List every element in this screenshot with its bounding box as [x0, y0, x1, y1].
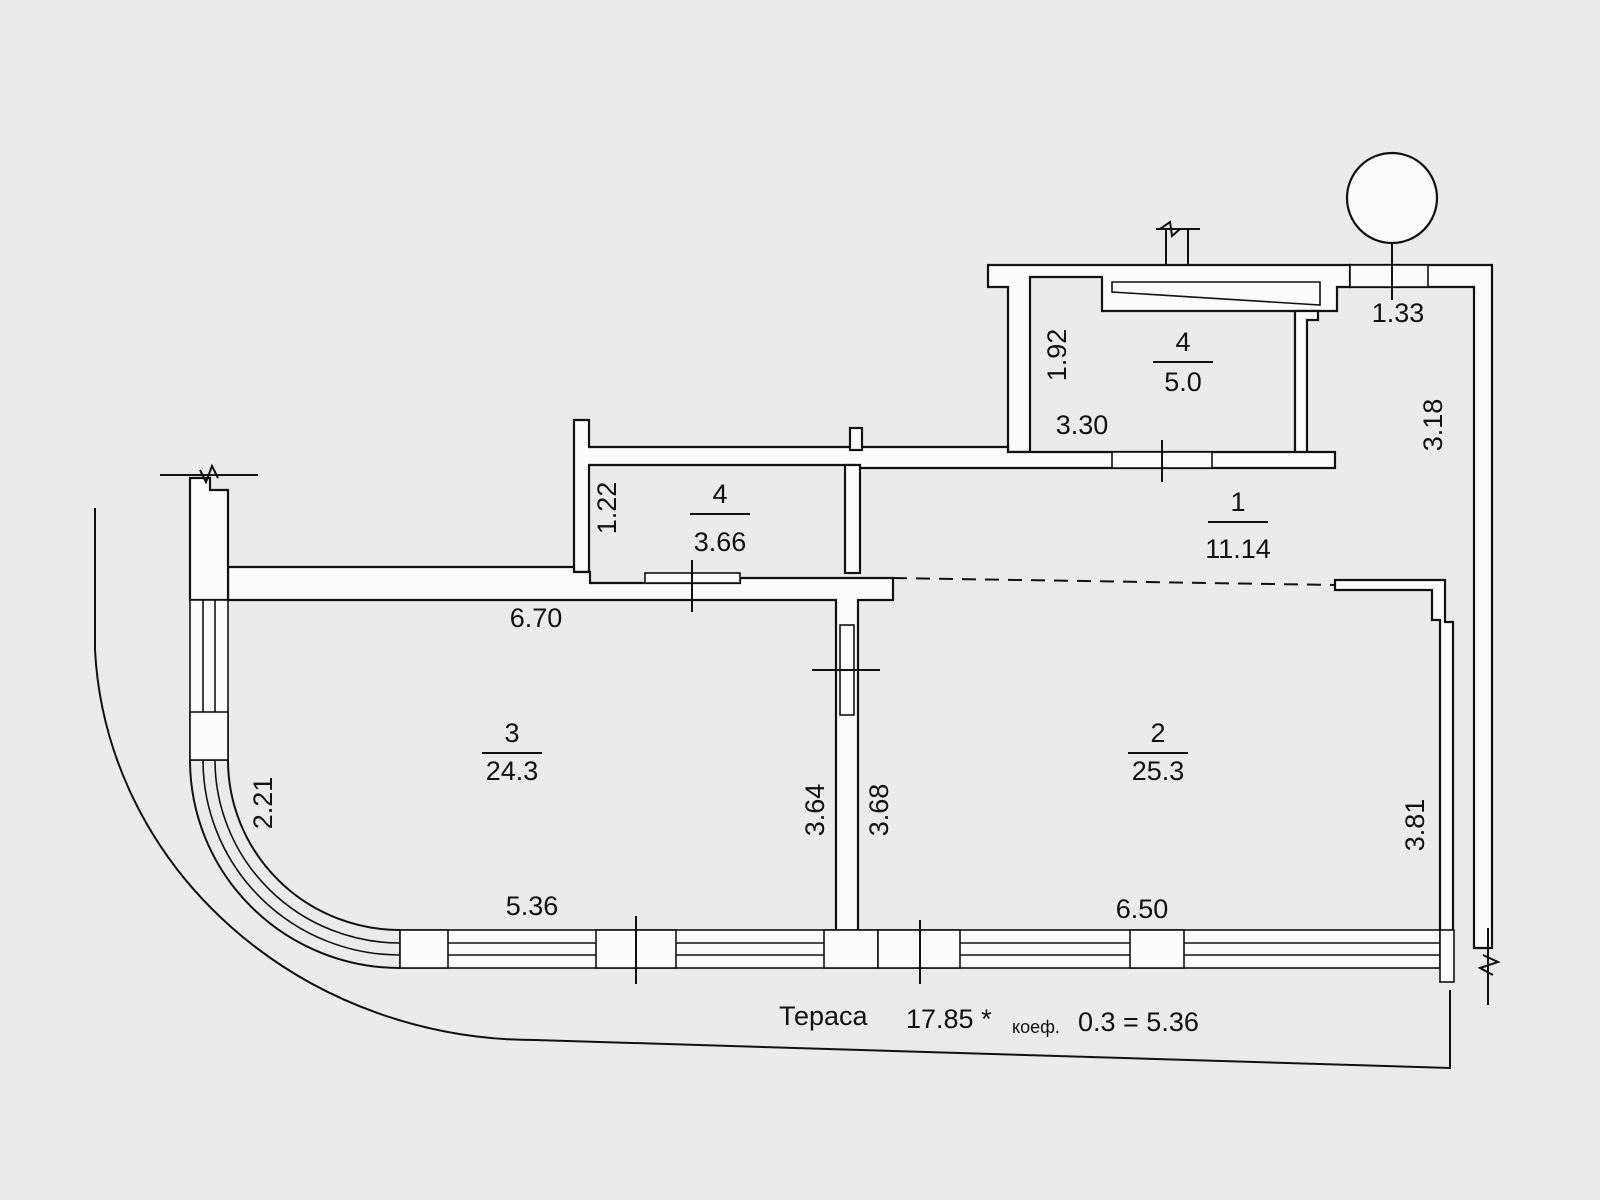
- break-symbols: [160, 220, 1501, 1005]
- window-bottom-post-5: [1129, 929, 1185, 969]
- vent-pipe-icon: [1345, 151, 1439, 245]
- wall-storage-right: [1293, 309, 1320, 458]
- window-top-right: [1349, 264, 1429, 288]
- window-bottom-post-6: [1439, 929, 1455, 983]
- zone-divider: [892, 577, 1336, 586]
- wall-left-upper: [188, 476, 230, 602]
- terrace-formula: 0.3 = 5.36: [1078, 1007, 1199, 1037]
- terrace-caption: Тераса 17.85 * коеф. 0.3 = 5.36: [779, 1001, 1199, 1037]
- dim-3-30: 3.30: [1056, 410, 1109, 440]
- room-3-area: 24.3: [486, 756, 539, 786]
- dim-3-18: 3.18: [1418, 399, 1448, 452]
- room-4-number: 4: [1175, 327, 1190, 357]
- terrace-coef-label: коеф.: [1012, 1017, 1060, 1037]
- window-bottom-post-3: [823, 929, 879, 969]
- shaft-diagonal: [1111, 281, 1321, 306]
- room-labels: 1 11.14 2 25.3 3 24.3 4 5.0 4 3.66: [482, 327, 1271, 786]
- room-2-number: 2: [1150, 718, 1165, 748]
- doors: [635, 264, 1429, 984]
- room-1-number: 1: [1230, 487, 1245, 517]
- dim-5-36: 5.36: [506, 891, 559, 921]
- wall-partition-storage: [843, 463, 862, 575]
- window-bottom-post-1: [399, 929, 449, 969]
- dim-6-50: 6.50: [1116, 894, 1169, 924]
- room-3-number: 3: [504, 718, 519, 748]
- dim-1-92: 1.92: [1042, 329, 1072, 382]
- wall-room2-right: [1333, 578, 1455, 950]
- dim-2-21: 2.21: [248, 777, 278, 830]
- walls: [188, 263, 1494, 950]
- dim-1-22: 1.22: [592, 482, 622, 535]
- terrace-area: 17.85 *: [906, 1004, 992, 1034]
- terrace-label: Тераса: [779, 1001, 869, 1031]
- dimension-labels: 1.33 3.18 1.92 3.30 1.22 6.70 2.21 3.64 …: [248, 298, 1448, 924]
- room-4b-area: 3.66: [694, 527, 747, 557]
- dim-1-33: 1.33: [1372, 298, 1425, 328]
- room-1-area: 11.14: [1205, 534, 1271, 564]
- room-2-area: 25.3: [1132, 756, 1185, 786]
- terrace-outline: [94, 508, 1451, 1070]
- room-4b-number: 4: [712, 479, 727, 509]
- wall-post: [848, 426, 864, 452]
- dim-3-64: 3.64: [800, 784, 830, 837]
- dim-6-70: 6.70: [510, 603, 563, 633]
- room-4-area: 5.0: [1164, 367, 1202, 397]
- dim-3-81: 3.81: [1400, 799, 1430, 852]
- dim-3-68: 3.68: [864, 784, 894, 837]
- window-left-mullion: [189, 711, 229, 761]
